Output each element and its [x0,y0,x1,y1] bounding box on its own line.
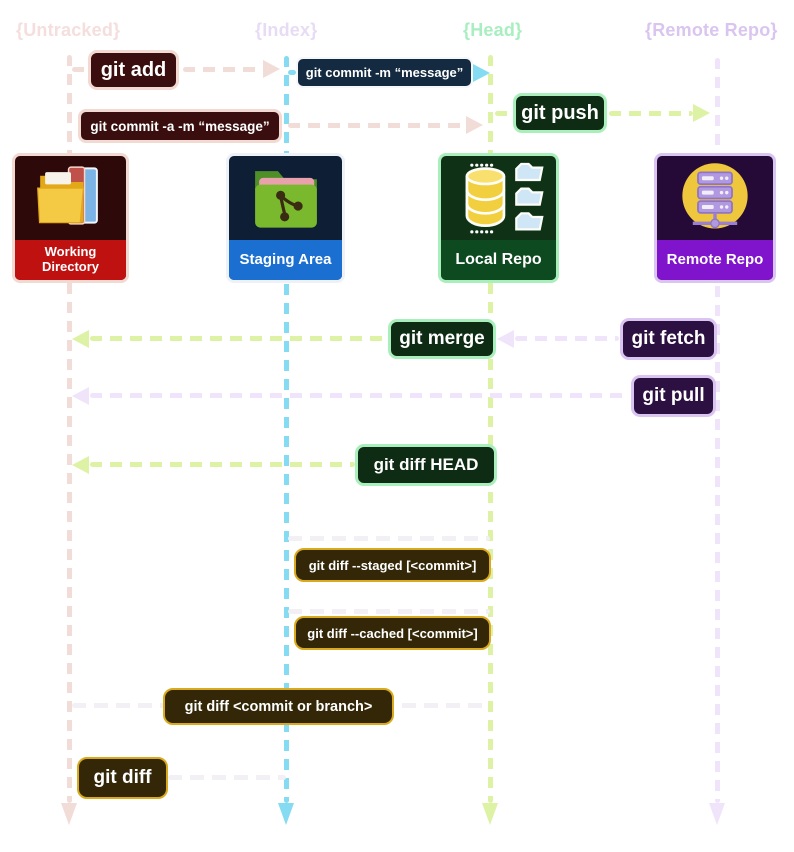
arrow-line-git-push [609,111,693,116]
git-commit-m-button: git commit -m “message” [296,57,473,88]
arrow-line-git-pull [90,393,630,398]
arrow-line-git-merge [90,336,387,341]
connector-git-diff [168,775,286,780]
git-branch-folder-icon [254,171,317,228]
git-commit-am-button: git commit -a -m “message” [78,109,282,143]
arrow-head-git-fetch-icon [497,330,514,348]
lane-head-arrow-down-icon [482,803,498,825]
remote-repo-label: Remote Repo [657,240,773,280]
lane-untracked-arrow-down-icon [61,803,77,825]
working-directory-label: Working Directory [15,240,126,280]
git-fetch-button: git fetch [620,318,717,360]
git-diff-commit-branch-button: git diff <commit or branch> [163,688,394,725]
arrow-head-git-commit-am-icon [466,116,483,134]
git-diff-cached-button: git diff --cached [<commit>] [294,616,491,650]
staging-area-label: Staging Area [229,240,342,280]
arrow-head-git-diff-head-icon [72,456,89,474]
git-diff-head-button: git diff HEAD [355,444,497,486]
arrow-head-git-pull-icon [72,387,89,405]
lane-untracked [67,55,72,803]
local-repo-card: Local Repo [438,153,559,283]
connector-git-diff-staged [288,536,490,541]
local-repo-label: Local Repo [441,240,556,280]
remote-repo-icon-area [657,156,773,240]
lane-remote-arrow-down-icon [709,803,725,825]
git-pull-button: git pull [631,375,716,417]
database-icon [465,162,544,233]
local-repo-icon-area [441,156,556,240]
staging-area-card: Staging Area [226,153,345,283]
git-diff-staged-button: git diff --staged [<commit>] [294,548,491,582]
git-push-button: git push [513,93,607,133]
arrow-head-git-merge-icon [72,330,89,348]
folders-icon [36,166,98,225]
remote-repo-card: Remote Repo [654,153,776,283]
lane-remote [715,58,720,803]
arrow-line-git-diff-head [90,462,355,467]
arrow-line-git-fetch [515,336,619,341]
connector-git-add [72,67,88,72]
column-label-untracked: {Untracked} [16,20,121,40]
column-label-head: {Head} [463,20,523,40]
lane-head [488,55,493,803]
arrow-head-git-add-icon [263,60,280,78]
connector-git-push [495,111,513,116]
connector-git-diff-cached [288,609,490,614]
git-merge-button: git merge [388,319,496,359]
arrow-line-git-commit-am [288,123,466,128]
git-add-button: git add [88,50,179,90]
column-label-remote: {Remote Repo} [645,20,778,40]
arrow-line-git-add [183,67,263,72]
connector-git-commit-m [288,70,296,75]
working-directory-card: Working Directory [12,153,129,283]
lane-index [284,56,289,803]
staging-area-icon-area [229,156,342,240]
column-label-index: {Index} [255,20,318,40]
arrow-head-git-push-icon [693,104,710,122]
git-diff-button: git diff [77,757,168,799]
lane-index-arrow-down-icon [278,803,294,825]
server-icon [682,162,748,229]
working-directory-icon-area [15,156,126,240]
arrow-head-git-commit-m-icon [473,64,490,82]
